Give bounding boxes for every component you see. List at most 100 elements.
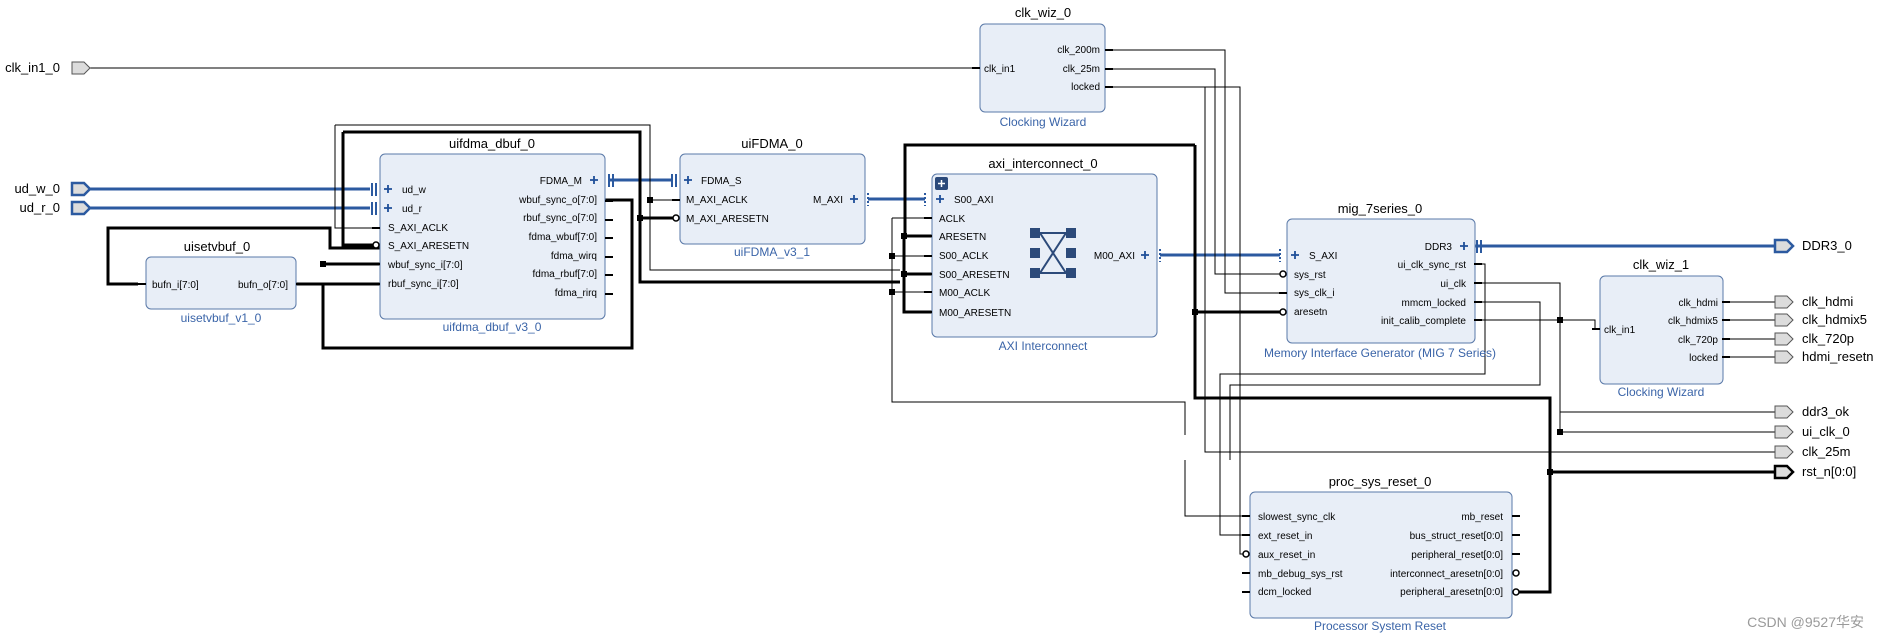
port-ddr3-ok[interactable]: ddr3_ok <box>1774 404 1849 419</box>
interface-plus-icon <box>384 204 392 212</box>
net-clk-25m <box>1105 68 1287 275</box>
pin-label: aux_reset_in <box>1258 550 1315 561</box>
inverted-pin-bubble <box>1512 569 1520 577</box>
interface-plus-icon <box>1460 242 1468 250</box>
bus-port-icon <box>70 200 92 216</box>
net-aresetn-loop <box>341 132 380 247</box>
block-title: axi_interconnect_0 <box>988 156 1097 171</box>
pin-label: sys_rst <box>1294 270 1326 281</box>
pin-label: fdma_wbuf[7:0] <box>529 232 598 243</box>
pin-stub <box>1105 49 1113 88</box>
inverted-pin-bubble <box>1279 270 1287 278</box>
pin-label: fdma_rbuf[7:0] <box>533 269 598 280</box>
net-m00-aresetn <box>902 236 932 314</box>
junction-dots <box>320 197 1563 475</box>
interface-plus-icon <box>1141 251 1149 259</box>
net-bufn-i <box>106 226 380 286</box>
pin-label: ud_r <box>402 204 423 215</box>
output-port-icon <box>1774 445 1794 459</box>
block-ip-label: Clocking Wizard <box>1618 385 1705 399</box>
pin-label: locked <box>1071 82 1100 93</box>
pin-label: M00_AXI <box>1094 251 1135 262</box>
pin-label: locked <box>1689 353 1718 364</box>
block-ip-label: AXI Interconnect <box>999 339 1088 353</box>
block-ip-label: uisetvbuf_v1_0 <box>181 311 262 325</box>
pin-label: S_AXI_ACLK <box>388 223 448 234</box>
pin-label: DDR3 <box>1425 242 1453 253</box>
interface-plus-icon <box>384 185 392 193</box>
net-slowest-clk <box>1184 460 1260 517</box>
pin-label: init_calib_complete <box>1381 316 1466 327</box>
block-ip-label: uifdma_dbuf_v3_0 <box>443 320 542 334</box>
pin-label: M00_ARESETN <box>939 308 1011 319</box>
port-hdmi-resetn[interactable]: hdmi_resetn <box>1774 349 1874 364</box>
port-clk-hdmix5[interactable]: clk_hdmix5 <box>1774 312 1867 327</box>
bus-end-marker <box>371 202 377 215</box>
output-port-icon <box>1774 332 1794 346</box>
block-body <box>379 153 606 320</box>
block-body <box>1286 218 1476 344</box>
crossbar-icon <box>1030 228 1076 278</box>
pin-label: fdma_wirq <box>551 251 597 262</box>
block-mig-7series-0[interactable]: mig_7series_0 Memory Interface Generator… <box>1264 201 1496 360</box>
block-title: uisetvbuf_0 <box>184 239 251 254</box>
port-ud-r-0[interactable]: ud_r_0 <box>20 200 92 216</box>
pin-stub <box>1512 515 1520 555</box>
pin-stub <box>1474 263 1482 321</box>
pin-label: clk_hdmix5 <box>1668 316 1718 327</box>
pin-label: clk_in1 <box>1604 325 1636 336</box>
pin-stub <box>1242 515 1250 593</box>
pin-label: peripheral_reset[0:0] <box>1411 550 1503 561</box>
block-axi-interconnect-0[interactable]: axi_interconnect_0 AXI Interconnect S00_… <box>931 156 1158 353</box>
pin-label: clk_25m <box>1063 64 1100 75</box>
pin-label: rbuf_sync_i[7:0] <box>388 279 459 290</box>
pin-label: slowest_sync_clk <box>1258 512 1336 523</box>
port-label: ud_w_0 <box>14 181 60 196</box>
block-title: proc_sys_reset_0 <box>1329 474 1432 489</box>
bus-end-marker <box>608 174 614 187</box>
pin-label: ACLK <box>939 214 965 225</box>
pin-stub <box>372 227 380 285</box>
pin-label: S00_AXI <box>954 195 993 206</box>
expand-plus-glyph <box>938 180 945 187</box>
bus-end-marker <box>671 174 677 187</box>
block-uifdma-dbuf-0[interactable]: uifdma_dbuf_0 uifdma_dbuf_v3_0 ud_w ud_r… <box>379 136 606 334</box>
block-proc-sys-reset-0[interactable]: proc_sys_reset_0 Processor System Reset … <box>1249 474 1513 633</box>
pin-label: M_AXI <box>813 195 843 206</box>
port-ud-w-0[interactable]: ud_w_0 <box>14 181 92 197</box>
block-title: uifdma_dbuf_0 <box>449 136 535 151</box>
interface-plus-icon <box>1291 251 1299 259</box>
pin-label: aresetn <box>1294 307 1327 318</box>
port-label: clk_hdmi <box>1802 294 1853 309</box>
port-ddr3-0[interactable]: DDR3_0 <box>1773 238 1852 254</box>
block-uifdma-0[interactable]: uiFDMA_0 uiFDMA_v3_1 FDMA_S M_AXI_ACLK M… <box>679 136 866 259</box>
port-clk-25m[interactable]: clk_25m <box>1774 444 1850 459</box>
port-clk-hdmi[interactable]: clk_hdmi <box>1774 294 1853 309</box>
bus-port-icon <box>70 181 92 197</box>
port-label: ui_clk_0 <box>1802 424 1850 439</box>
net-aclk-loop <box>334 125 380 229</box>
port-clk-in1-0[interactable]: clk_in1_0 <box>5 60 91 75</box>
bus-end-marker <box>371 183 377 196</box>
net-clk-200m <box>1105 49 1287 294</box>
port-label: hdmi_resetn <box>1802 349 1874 364</box>
interface-plus-icon <box>850 195 858 203</box>
port-rst-n[interactable]: rst_n[0:0] <box>1773 464 1856 480</box>
block-clk-wiz-0[interactable]: clk_wiz_0 Clocking Wizard clk_in1 clk_20… <box>979 5 1106 129</box>
pin-label: clk_hdmi <box>1679 298 1718 309</box>
pin-label: bus_struct_reset[0:0] <box>1410 531 1504 542</box>
port-clk-720p[interactable]: clk_720p <box>1774 331 1854 346</box>
pin-label: ui_clk <box>1440 279 1467 290</box>
block-uisetvbuf-0[interactable]: uisetvbuf_0 uisetvbuf_v1_0 bufn_i[7:0] b… <box>145 239 297 325</box>
port-ui-clk-0[interactable]: ui_clk_0 <box>1774 424 1850 439</box>
output-port-icon <box>1774 295 1794 309</box>
interface-plus-icon <box>684 176 692 184</box>
block-clk-wiz-1[interactable]: clk_wiz_1 Clocking Wizard clk_in1 clk_hd… <box>1599 257 1724 399</box>
port-label: clk_in1_0 <box>5 60 60 75</box>
pin-label: bufn_i[7:0] <box>152 280 199 291</box>
bus-end-marker <box>1476 240 1482 253</box>
block-ip-label: Memory Interface Generator (MIG 7 Series… <box>1264 346 1496 360</box>
block-ip-label: uiFDMA_v3_1 <box>734 245 810 259</box>
output-port-icon <box>1774 350 1794 364</box>
